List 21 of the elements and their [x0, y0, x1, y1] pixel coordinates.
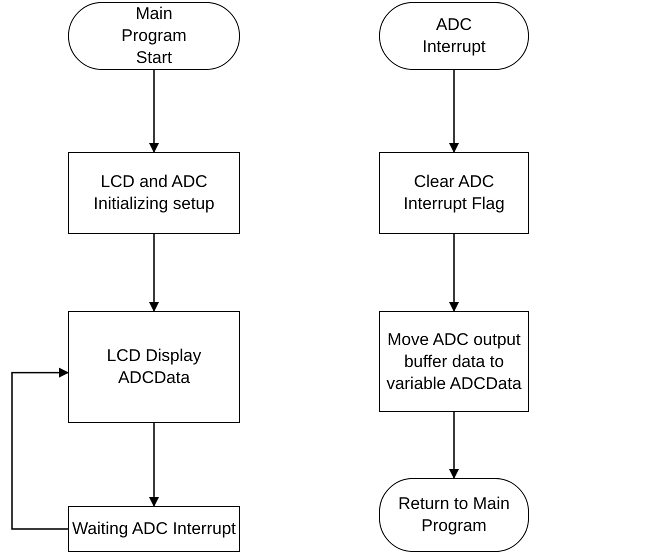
node-label: Clear ADC Interrupt Flag — [402, 171, 506, 215]
node-label: Return to Main Program — [397, 493, 511, 537]
process-box — [68, 311, 240, 423]
process-box — [379, 152, 529, 234]
process-box — [379, 311, 529, 412]
arrow — [149, 234, 159, 312]
arrow — [449, 70, 459, 153]
arrow — [449, 234, 459, 312]
arrow — [449, 412, 459, 479]
arrow — [149, 423, 159, 507]
terminal-shape — [379, 478, 529, 552]
arrow — [11, 368, 69, 530]
node-label: Move ADC output buffer data to variable ADCData — [385, 328, 523, 394]
arrow — [149, 70, 159, 153]
process-box — [68, 152, 240, 234]
node-label: LCD and ADC Initializing setup — [92, 171, 216, 215]
node-label: ADC Interrupt — [421, 14, 487, 58]
node-label: Main Program Start — [120, 3, 188, 69]
node-label: Waiting ADC Interrupt — [72, 518, 236, 540]
node-label: LCD Display ADCData — [106, 345, 202, 389]
process-box — [68, 506, 240, 552]
